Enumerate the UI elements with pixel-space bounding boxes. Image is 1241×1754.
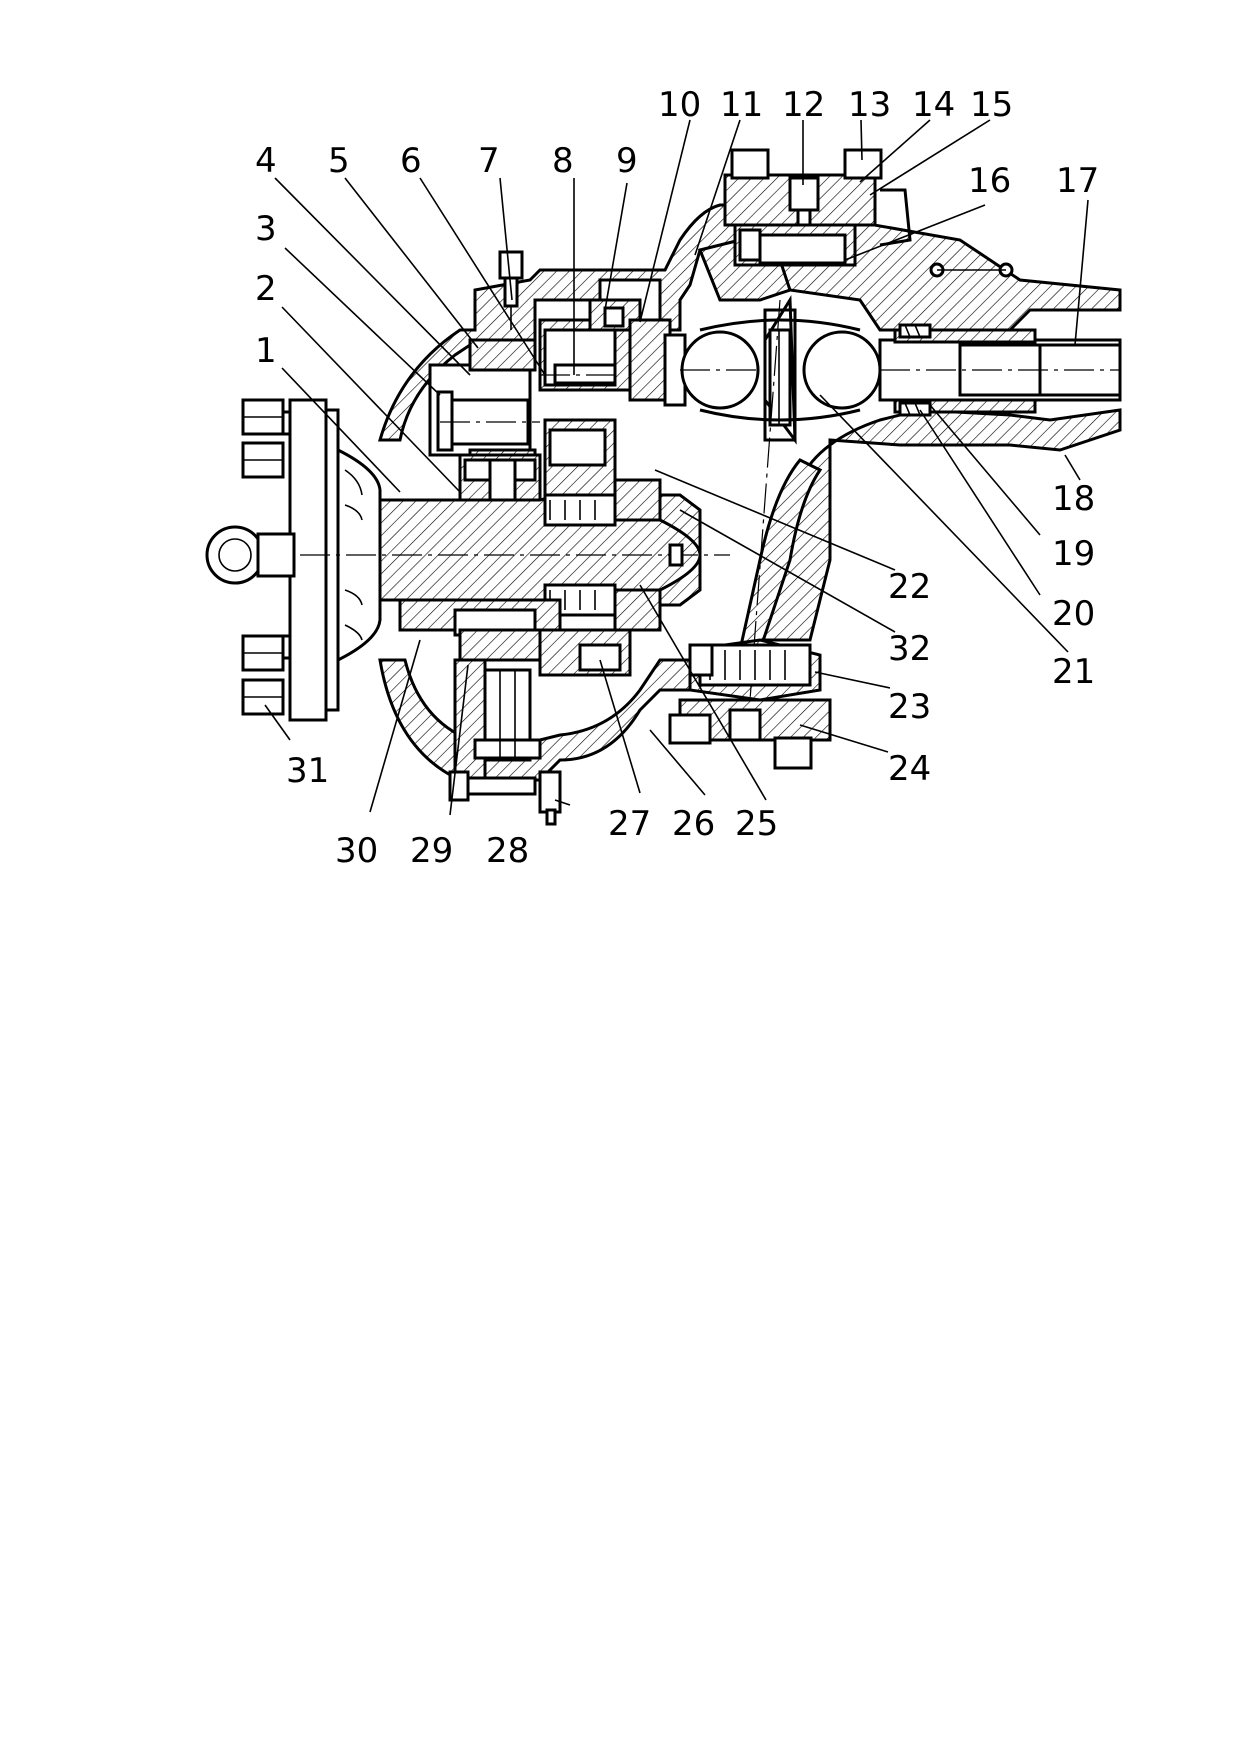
callout-28: 28 [486,831,529,871]
callout-12: 12 [782,85,825,125]
callout-21: 21 [1052,652,1095,692]
brake-assembly [398,598,632,826]
callout-17: 17 [1056,161,1099,201]
callout-9: 9 [616,141,638,181]
upper-kingpin-cap [723,148,912,267]
planetary-gear-set [428,298,687,502]
callout-16: 16 [968,161,1011,201]
callout-26: 26 [672,804,715,844]
callout-14: 14 [912,85,955,125]
callout-4: 4 [255,141,277,181]
callout-5: 5 [328,141,350,181]
grease-fitting [498,250,524,330]
callout-18: 18 [1052,479,1095,519]
callout-labels: 1 2 3 4 5 6 7 8 9 10 11 12 13 14 15 16 1… [255,85,1099,871]
callout-3: 3 [255,209,277,249]
callout-24: 24 [888,749,931,789]
callout-22: 22 [888,567,931,607]
callout-11: 11 [720,85,763,125]
callout-6: 6 [400,141,422,181]
leader-lines [264,119,1089,816]
callout-31: 31 [286,751,329,791]
lower-kingpin-bearing [668,643,832,770]
callout-23: 23 [888,687,931,727]
callout-27: 27 [608,804,651,844]
callout-30: 30 [335,831,378,871]
callout-7: 7 [478,141,500,181]
callout-25: 25 [735,804,778,844]
callout-10: 10 [658,85,701,125]
callout-8: 8 [552,141,574,181]
wheel-flange [205,398,382,722]
section-geometry [205,148,1122,826]
drive-shaft [878,262,1122,417]
callout-2: 2 [255,269,277,309]
callout-19: 19 [1052,534,1095,574]
universal-joint [680,295,882,701]
callout-32: 32 [888,629,931,669]
callout-20: 20 [1052,594,1095,634]
callout-1: 1 [255,331,277,371]
callout-15: 15 [970,85,1013,125]
callout-29: 29 [410,831,453,871]
axle-shaft [300,478,730,632]
callout-13: 13 [848,85,891,125]
